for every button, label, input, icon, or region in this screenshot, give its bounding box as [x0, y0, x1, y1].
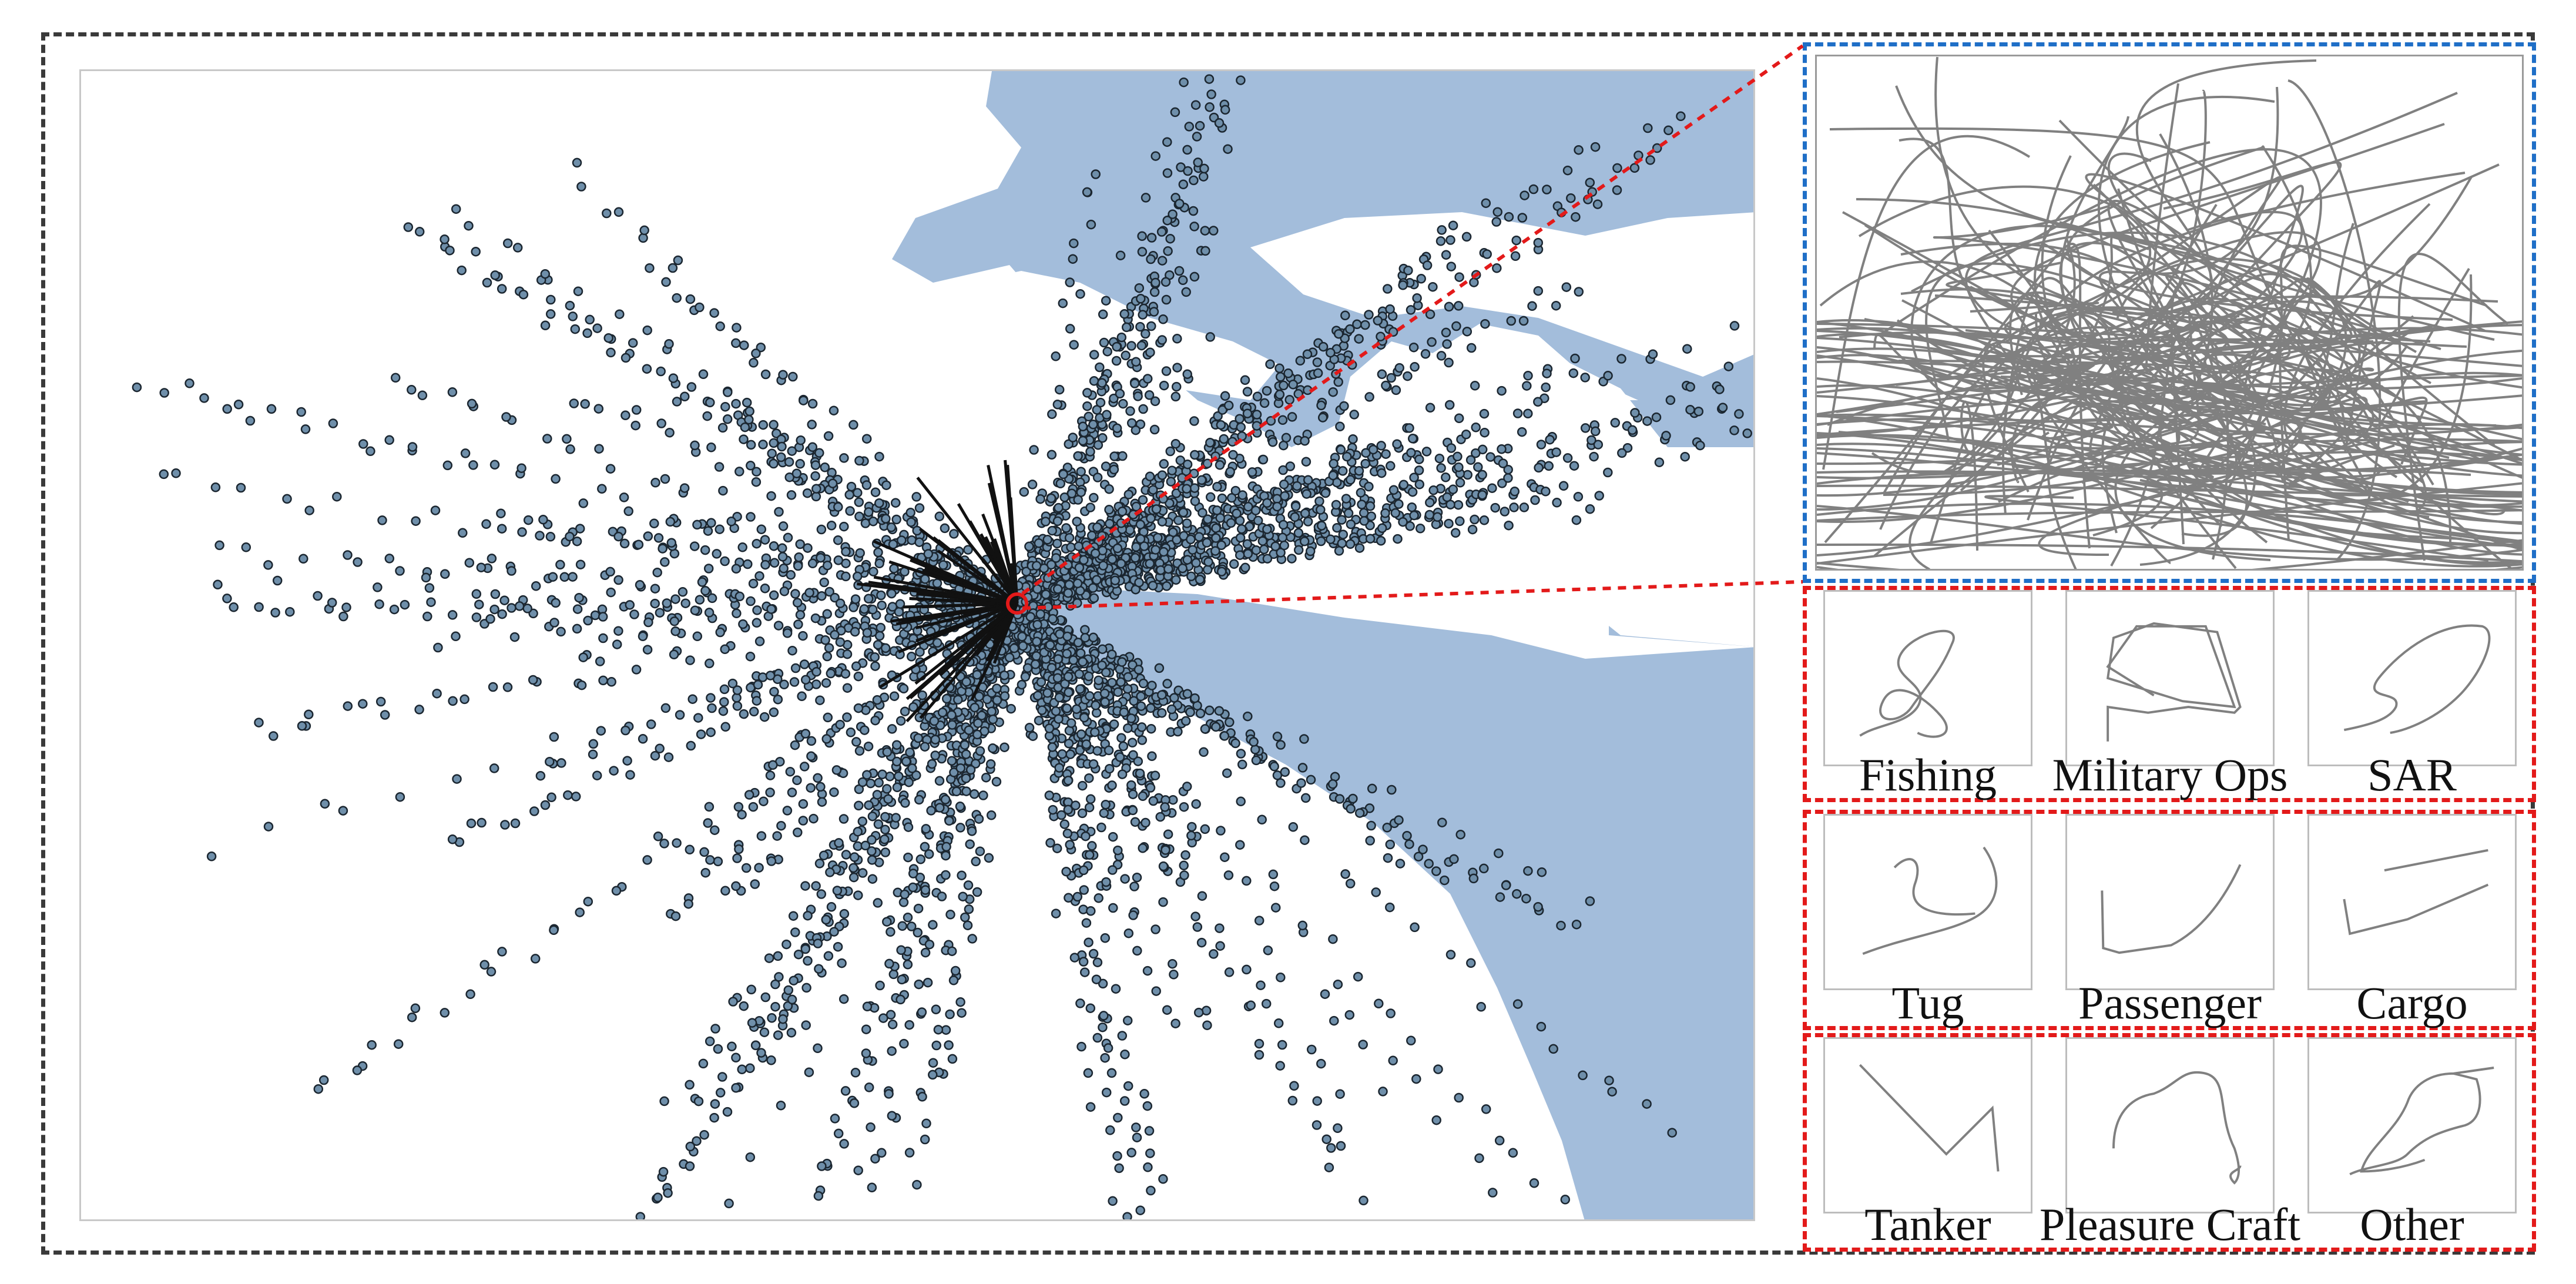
category-sar: SAR [2295, 590, 2530, 800]
cargo-trajectory [2343, 849, 2489, 936]
tanker-thumbnail [1823, 1037, 2032, 1213]
sar-thumbnail [2307, 590, 2517, 766]
category-tug: Tug [1810, 814, 2045, 1028]
passenger-thumbnail [2065, 814, 2275, 990]
label-tanker: Tanker [1864, 1199, 1991, 1250]
label-sar: SAR [2367, 749, 2457, 800]
category-group-3: Tanker Pleasure Craft Other [1803, 1033, 2536, 1252]
sar-trajectory [2343, 624, 2491, 735]
military-ops-trajectory [2106, 622, 2242, 742]
category-passenger: Passenger [2052, 814, 2287, 1028]
pleasure-craft-thumbnail [2065, 1037, 2275, 1213]
label-military-ops: Military Ops [2052, 749, 2288, 800]
cargo-thumbnail [2307, 814, 2517, 990]
tug-thumbnail [1823, 814, 2032, 990]
fishing-trajectory [1859, 629, 1955, 738]
label-fishing: Fishing [1859, 749, 1997, 800]
label-tug: Tug [1891, 977, 1964, 1028]
zoom-trajectory-view [1815, 55, 2524, 571]
other-trajectory [2349, 1067, 2494, 1176]
label-cargo: Cargo [2356, 977, 2468, 1028]
sea-channel [998, 588, 1753, 1219]
tug-trajectory [1862, 846, 1998, 956]
fishing-thumbnail [1823, 590, 2032, 766]
tanker-trajectory [1859, 1064, 2000, 1172]
other-thumbnail [2307, 1037, 2517, 1213]
category-other: Other [2295, 1037, 2530, 1250]
military-ops-thumbnail [2065, 590, 2275, 766]
category-military-ops: Military Ops [2052, 590, 2287, 800]
ais-point-map [79, 69, 1755, 1221]
category-pleasure-craft: Pleasure Craft [2040, 1037, 2300, 1250]
passenger-trajectory [2101, 864, 2242, 954]
category-fishing: Fishing [1810, 590, 2045, 800]
pleasure-craft-trajectory [2112, 1071, 2242, 1185]
category-cargo: Cargo [2295, 814, 2530, 1028]
label-other: Other [2360, 1199, 2464, 1250]
zoom-trajectories [1817, 56, 2522, 569]
label-pleasure-craft: Pleasure Craft [2039, 1199, 2300, 1250]
category-group-2: Tug Passenger Cargo [1803, 810, 2536, 1030]
dense-track-bundle [857, 460, 1019, 723]
label-passenger: Passenger [2078, 977, 2262, 1028]
zoom-panel [1803, 42, 2536, 583]
category-tanker: Tanker [1810, 1037, 2045, 1250]
category-group-1: Fishing Military Ops SAR [1803, 586, 2536, 802]
map-canvas [132, 71, 1753, 1219]
